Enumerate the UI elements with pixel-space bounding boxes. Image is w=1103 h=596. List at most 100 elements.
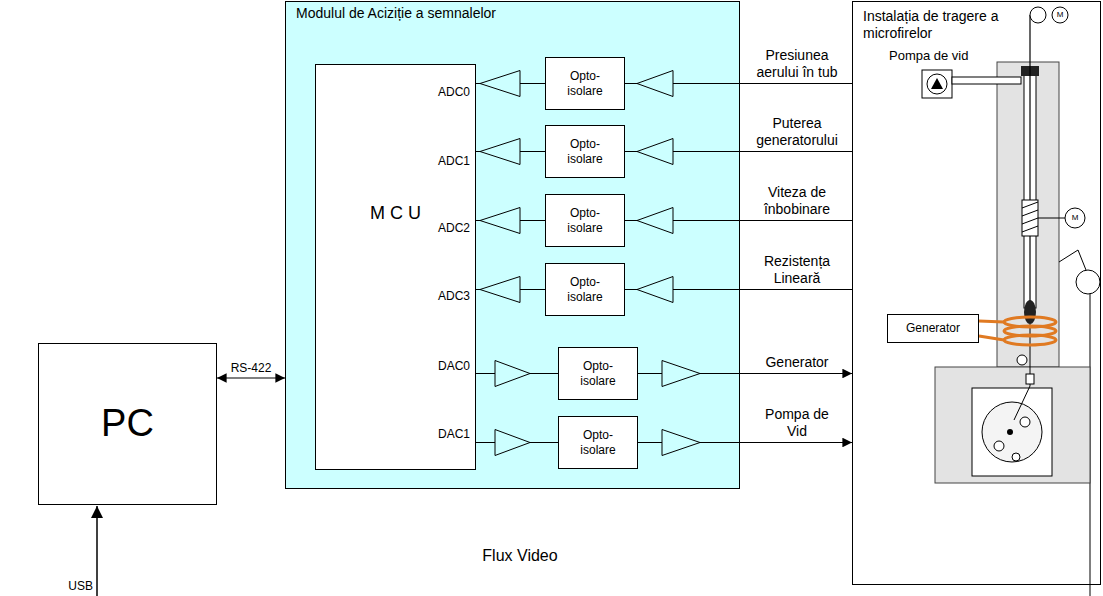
installation-title: Instalația de tragere a microfirelor — [863, 8, 1041, 42]
part-name: Pompa de vid — [889, 48, 969, 64]
box-fill — [558, 347, 638, 400]
signal-label-box: Viteza de înbobinare — [745, 184, 849, 218]
signal-label-box: Puterea generatorului — [745, 115, 849, 149]
rail-hatch — [1022, 226, 1038, 232]
pump-body — [922, 70, 952, 98]
opto-label: Opto- isolare — [558, 69, 612, 98]
opto-label: Opto- isolare — [571, 359, 625, 388]
microwire — [1029, 15, 1030, 305]
amplifier-symbol — [495, 430, 530, 456]
pc-box: PC — [38, 343, 217, 505]
box-fill — [887, 314, 979, 343]
amplifier-symbol — [662, 430, 700, 456]
motor-letter-box: M — [1067, 213, 1083, 223]
motor-symbol — [1052, 7, 1068, 23]
signal-label-box: RS-422 — [219, 361, 283, 375]
base-panel — [935, 367, 1090, 483]
opto-isolator: Opto- isolare — [545, 125, 625, 178]
box-fill — [545, 263, 625, 316]
signal-label: Generator — [763, 354, 830, 371]
motor-letter: M — [1072, 213, 1079, 223]
spool — [982, 402, 1042, 462]
motor-symbol — [1065, 208, 1085, 228]
rail-hatch — [1022, 210, 1038, 216]
tower-panel — [997, 62, 1059, 367]
pin-name: ADC1 — [438, 154, 470, 168]
usb-arrow — [96, 506, 98, 596]
spool-hole — [1020, 417, 1030, 427]
pin-name-box: ADC1 — [420, 154, 470, 168]
pin-name-box: DAC0 — [420, 359, 470, 373]
signal-name-box: Flux Video — [460, 546, 580, 565]
spool-housing — [972, 388, 1052, 476]
camera-symbol — [1076, 270, 1100, 294]
opto-label: Opto- isolare — [558, 275, 612, 304]
wire-guide — [1026, 374, 1034, 384]
pin-name-box: DAC1 — [420, 427, 470, 441]
rail-hatch — [1022, 218, 1038, 224]
spool-axle — [1007, 429, 1013, 435]
pc-title: PC — [101, 401, 154, 447]
guide-roller — [1017, 355, 1027, 365]
amplifier-symbol — [637, 208, 673, 234]
box-fill — [545, 194, 625, 247]
pin-name-box: ADC0 — [420, 85, 470, 99]
box-fill — [545, 125, 625, 178]
box-fill — [38, 343, 217, 505]
generator-label: Generator — [906, 321, 960, 335]
molten-drop — [1024, 300, 1036, 324]
opto-isolator: Opto- isolare — [545, 57, 625, 110]
coil-lead — [979, 336, 1004, 340]
pin-name: ADC0 — [438, 85, 470, 99]
microwire — [1014, 324, 1030, 420]
signal-label-box: Rezistența Lineară — [745, 253, 849, 287]
box-fill — [558, 416, 638, 469]
pin-name-box: ADC3 — [420, 289, 470, 303]
pin-name-box: ADC2 — [420, 221, 470, 235]
amplifier-symbol — [495, 361, 530, 387]
signal-label: Pompa de Vid — [757, 406, 837, 440]
rail-hatch — [1022, 202, 1038, 208]
signal-label: Rezistența Lineară — [745, 253, 849, 287]
signal-label-box: Presiunea aerului în tub — [745, 47, 849, 81]
drawing-installation: Instalația de tragere a microfirelorGene… — [852, 1, 1101, 585]
signal-label: Viteza de înbobinare — [745, 184, 849, 218]
spool-hole — [1012, 453, 1020, 461]
opto-label: Opto- isolare — [558, 137, 612, 166]
camera-arm — [1059, 250, 1086, 270]
generator-box: Generator — [887, 314, 979, 343]
signal-name: Flux Video — [482, 546, 557, 565]
motor-letter: M — [1057, 10, 1064, 20]
amplifier-symbol — [480, 277, 520, 303]
pump-arrow — [931, 78, 943, 89]
amplifier-symbol — [637, 277, 673, 303]
opto-isolator: Opto- isolare — [545, 194, 625, 247]
opto-isolator: Opto- isolare — [558, 416, 638, 469]
amplifier-symbol — [480, 71, 520, 97]
vacuum-pipe — [952, 77, 1021, 84]
coil-lead — [979, 321, 1004, 322]
motor-letter-box: M — [1052, 10, 1068, 20]
guide-reel — [1030, 7, 1046, 23]
opto-isolator: Opto- isolare — [558, 347, 638, 400]
box-fill — [852, 1, 1101, 585]
mcu-title: M C U — [370, 203, 421, 225]
bus-name-box: USB — [62, 579, 93, 593]
pin-name: ADC3 — [438, 289, 470, 303]
opto-isolator: Opto- isolare — [545, 263, 625, 316]
pump-symbol — [927, 74, 947, 94]
amplifier-symbol — [637, 139, 673, 165]
opto-label: Opto- isolare — [558, 206, 612, 235]
acquisition-module: Modulul de Aciziție a semnalelorM C UOpt… — [285, 1, 740, 489]
signal-label-box: Generator — [745, 354, 849, 371]
pin-name: DAC1 — [438, 427, 470, 441]
bus-name: USB — [68, 579, 93, 593]
box-fill — [545, 57, 625, 110]
signal-label-box: Pompa de Vid — [757, 406, 837, 440]
amplifier-symbol — [480, 208, 520, 234]
pin-name: DAC0 — [438, 359, 470, 373]
amplifier-symbol — [637, 71, 673, 97]
mcu-box: M C U — [315, 64, 476, 470]
